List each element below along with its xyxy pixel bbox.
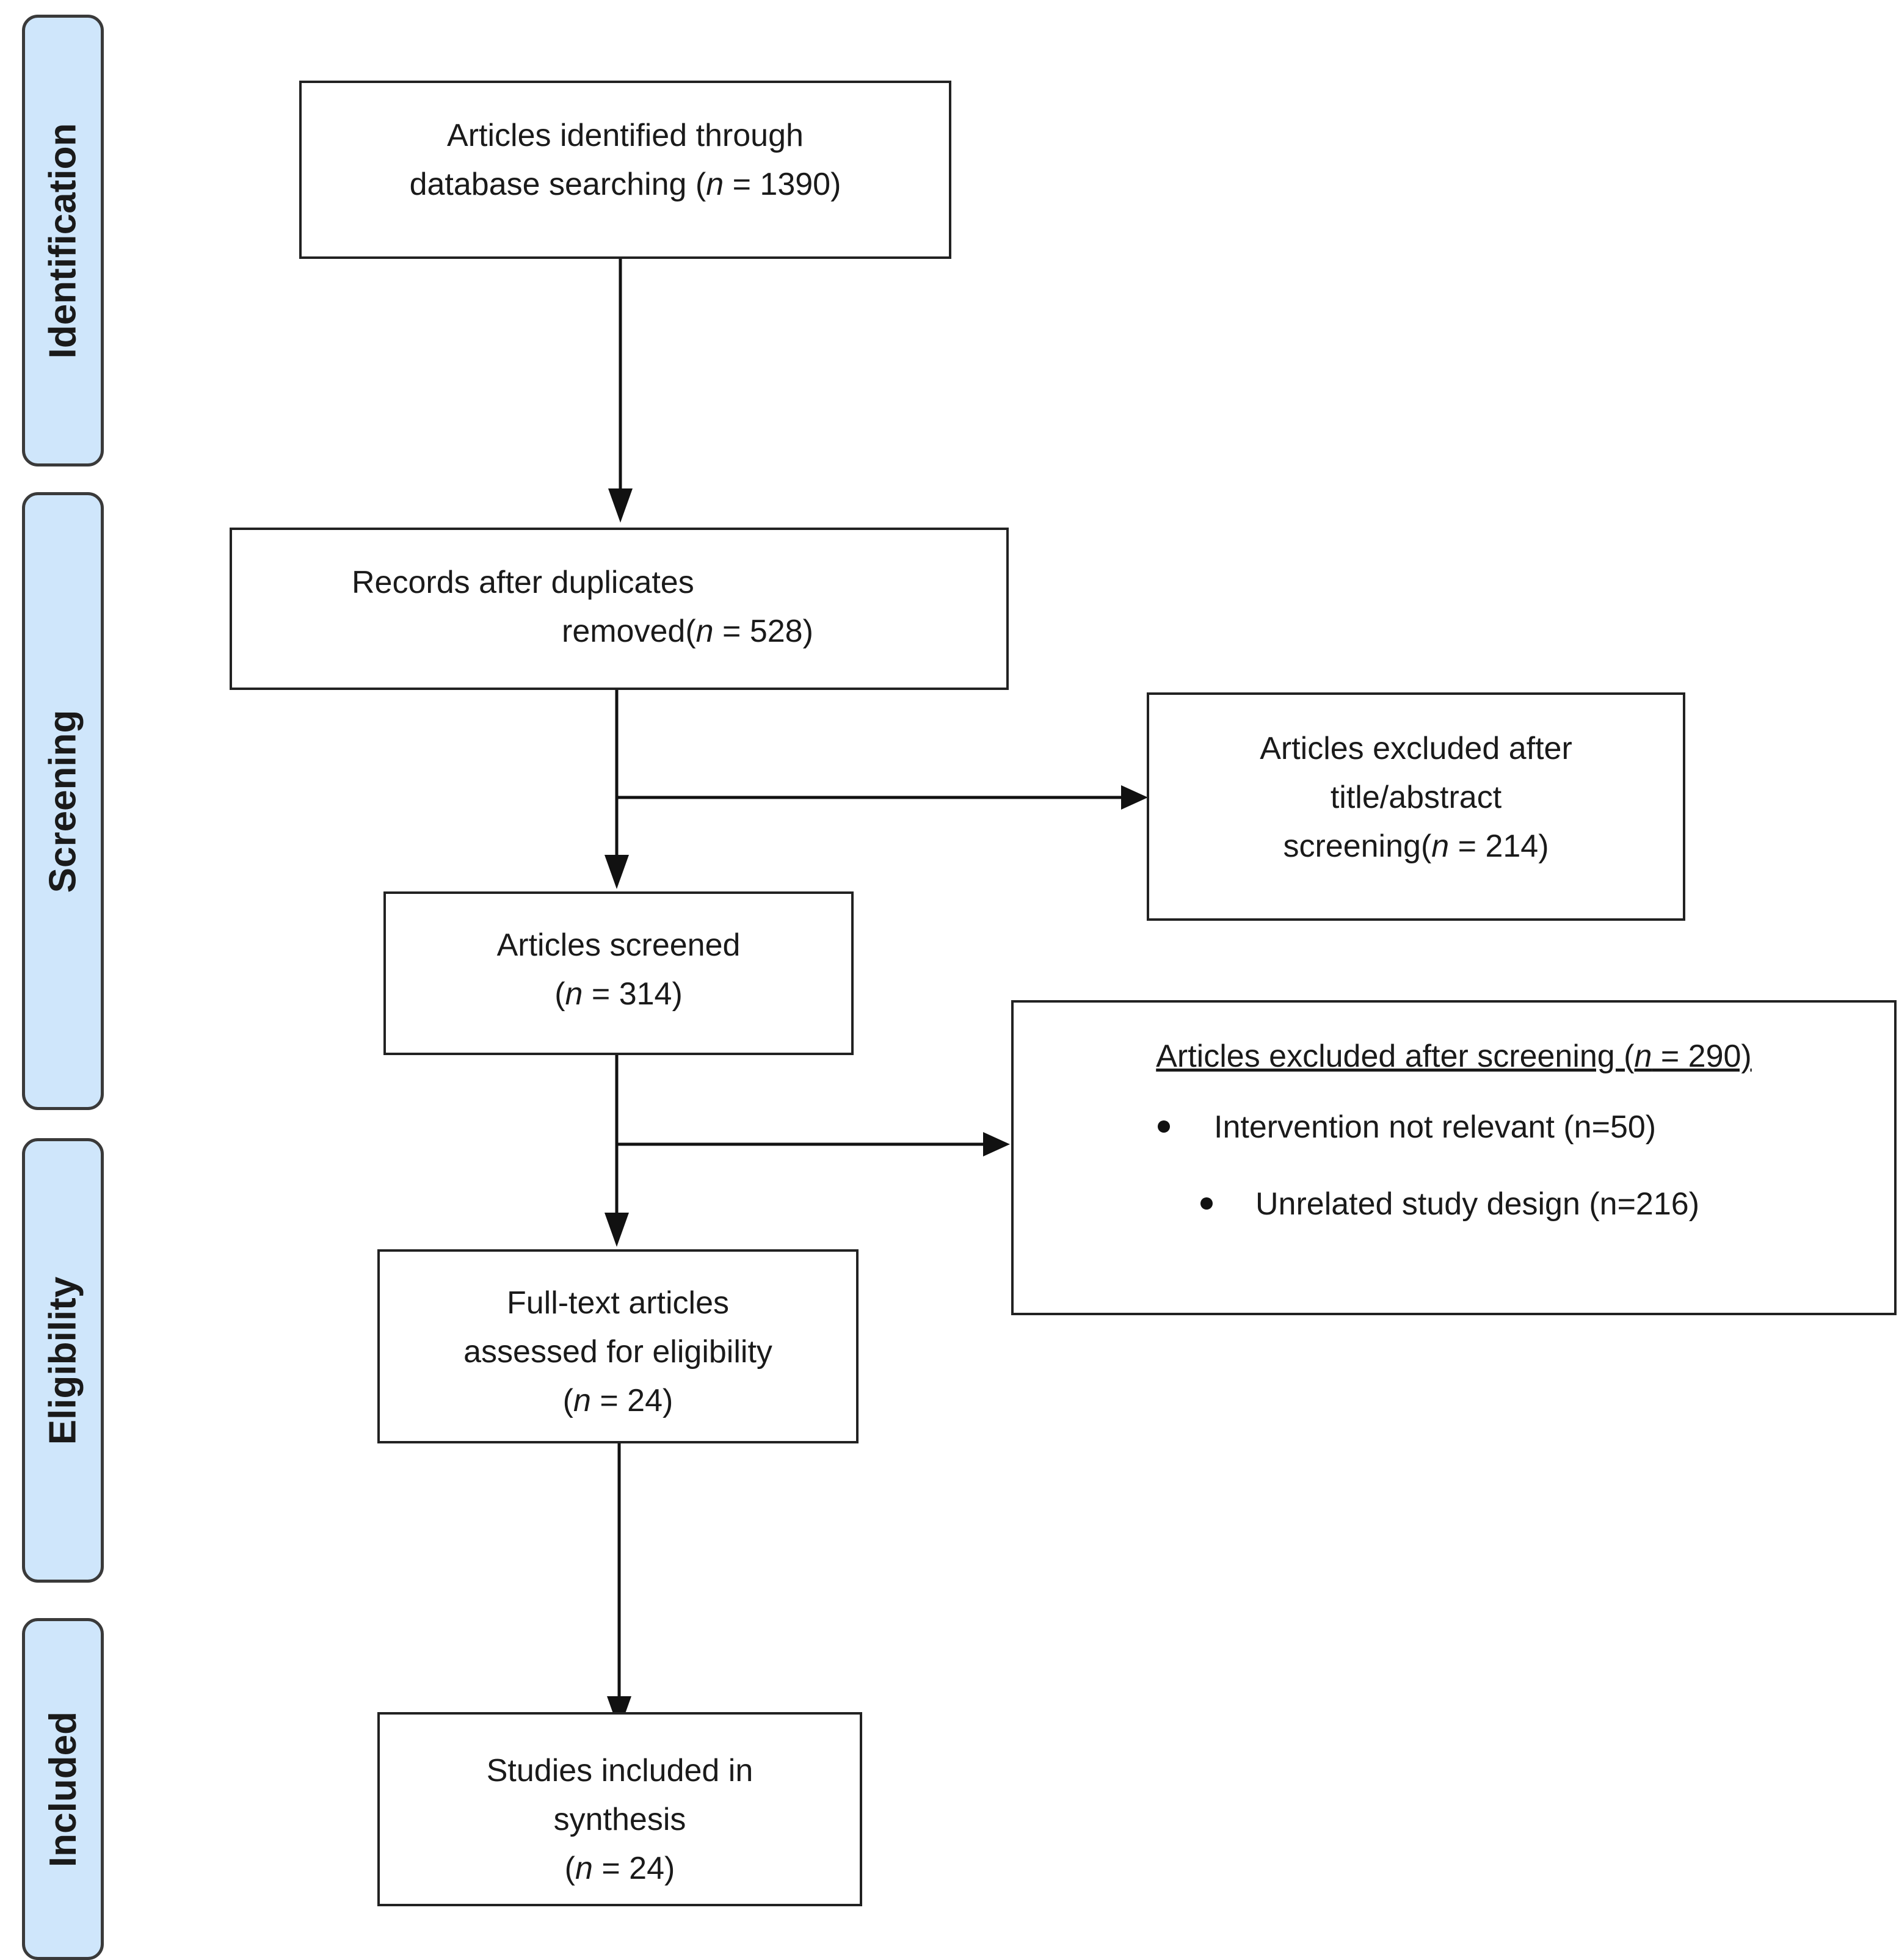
box-excluded-title-abstract: Articles excluded after title/abstract s… — [1147, 692, 1685, 921]
arrowhead — [1121, 785, 1148, 810]
box-text-part: screening( — [1283, 829, 1432, 864]
bullet-icon — [1200, 1197, 1213, 1210]
box-text: (n = 24) — [380, 1844, 860, 1893]
box-text: Articles excluded after — [1260, 731, 1572, 766]
box-text: removed(n = 528) — [232, 607, 1006, 656]
arrowhead — [983, 1132, 1010, 1156]
box-text: Records after duplicates — [352, 565, 694, 600]
n-value: = 528) — [713, 614, 813, 649]
arrowhead — [608, 488, 633, 523]
box-text-part: ( — [564, 1851, 575, 1886]
box-text: database searching (n = 1390) — [302, 160, 949, 209]
box-text: Full-text articles — [506, 1285, 730, 1321]
box-text-part: ( — [562, 1383, 573, 1418]
box-text-part: ( — [554, 976, 565, 1012]
box-articles-screened: Articles screened (n = 314) — [383, 891, 854, 1055]
box-text: Articles identified through — [447, 118, 804, 153]
phase-included: Included — [22, 1618, 104, 1960]
phase-identification: Identification — [22, 15, 104, 466]
box-text: screening(n = 214) — [1149, 822, 1683, 871]
n-symbol: n — [573, 1383, 591, 1418]
excluded-title: Articles excluded after screening (n = 2… — [1014, 1032, 1894, 1081]
box-text: synthesis — [553, 1802, 686, 1837]
n-symbol: n — [1431, 829, 1450, 864]
n-value: = 24) — [592, 1851, 675, 1886]
box-text-part: Articles excluded after screening ( — [1156, 1039, 1635, 1074]
bullet-icon — [1158, 1120, 1170, 1133]
box-text: (n = 24) — [380, 1376, 856, 1425]
box-studies-included: Studies included in synthesis (n = 24) — [377, 1712, 862, 1906]
n-symbol: n — [1634, 1039, 1652, 1074]
phase-eligibility: Eligibility — [22, 1138, 104, 1583]
n-symbol: n — [706, 167, 724, 202]
box-text-part: removed( — [562, 614, 696, 649]
box-text-part: database searching ( — [409, 167, 706, 202]
exclusion-reason-item: Unrelated study design (n=216) — [1200, 1180, 1699, 1229]
phase-screening: Screening — [22, 492, 104, 1110]
n-value: = 314) — [583, 976, 683, 1012]
n-value: = 1390) — [724, 167, 841, 202]
box-text: assessed for eligibility — [463, 1334, 772, 1370]
n-value: = 24) — [590, 1383, 674, 1418]
arrowhead — [605, 1213, 629, 1247]
exclusion-reason-item: Intervention not relevant (n=50) — [1158, 1103, 1656, 1152]
n-value: = 214) — [1449, 829, 1549, 864]
exclusion-reason-text: Intervention not relevant (n=50) — [1214, 1109, 1657, 1145]
box-identified: Articles identified through database sea… — [299, 81, 951, 259]
box-text: Studies included in — [486, 1753, 753, 1788]
n-symbol: n — [695, 614, 714, 649]
box-text: title/abstract — [1330, 780, 1502, 815]
n-symbol: n — [565, 976, 583, 1012]
n-symbol: n — [575, 1851, 593, 1886]
box-text: Articles screened — [496, 927, 741, 963]
box-text: (n = 314) — [386, 970, 851, 1018]
arrowhead — [605, 855, 629, 889]
n-value: = 290) — [1652, 1039, 1752, 1074]
box-after-duplicates: Records after duplicates removed(n = 528… — [230, 528, 1009, 690]
box-excluded-after-screening: Articles excluded after screening (n = 2… — [1011, 1000, 1897, 1315]
box-fulltext-assessed: Full-text articles assessed for eligibil… — [377, 1249, 859, 1443]
exclusion-reason-text: Unrelated study design (n=216) — [1255, 1186, 1700, 1222]
